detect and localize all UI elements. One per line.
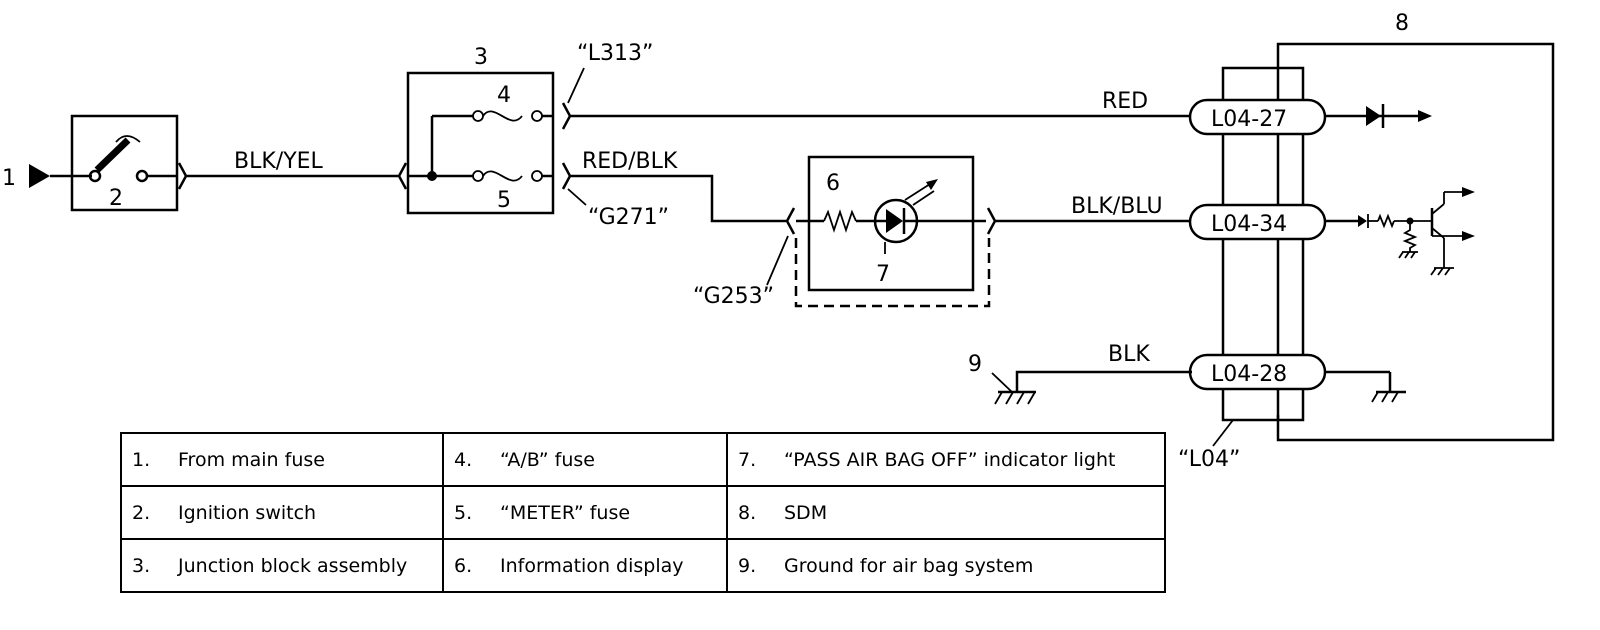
legend-cell: 7. “PASS AIR BAG OFF” indicator light (726, 432, 1166, 487)
callout-3: 3 (474, 45, 488, 70)
junction-block (406, 71, 555, 215)
legend-number: 3. (132, 554, 151, 577)
wire-label-blk-yel: BLK/YEL (234, 149, 324, 174)
legend-cell: 9. Ground for air bag system (726, 538, 1166, 593)
legend-row: 1. From main fuse 4. “A/B” fuse 7. “PASS AI… (120, 432, 1166, 487)
wire-label-blk: BLK (1108, 342, 1150, 367)
connector-g253: “G253” (693, 284, 774, 309)
callout-1: 1 (2, 166, 16, 191)
legend-text: Ground for air bag system (784, 554, 1034, 577)
legend-text: SDM (784, 501, 828, 524)
connector-l313: “L313” (577, 41, 653, 66)
callout-4: 4 (497, 83, 511, 108)
callout-8: 8 (1395, 11, 1409, 36)
input-arrow (29, 164, 50, 188)
legend-text: Junction block assembly (178, 554, 408, 577)
sdm-arrow-out (1418, 110, 1432, 122)
legend-cell: 2. Ignition switch (120, 485, 444, 540)
connector-g271: “G271” (588, 205, 669, 230)
connector-l04: “L04” (1178, 447, 1240, 472)
sdm-diode (1366, 106, 1381, 126)
legend-cell: 8. SDM (726, 485, 1166, 540)
legend-cell: 4. “A/B” fuse (442, 432, 728, 487)
terminal-label-l04-28: L04-28 (1211, 362, 1287, 387)
callout-6: 6 (826, 171, 840, 196)
legend-cell: 6. Information display (442, 538, 728, 593)
legend-table: 1. From main fuse 4. “A/B” fuse 7. “PASS AI… (120, 432, 1166, 593)
terminal-label-l04-27: L04-27 (1211, 107, 1287, 132)
legend-cell: 5. “METER” fuse (442, 485, 728, 540)
legend-number: 1. (132, 448, 151, 471)
legend-text: From main fuse (178, 448, 325, 471)
led-triangle (886, 209, 903, 233)
legend-row: 2. Ignition switch 5. “METER” fuse 8. SDM (120, 485, 1166, 540)
legend-cell: 1. From main fuse (120, 432, 444, 487)
terminal-label-l04-34: L04-34 (1211, 212, 1287, 237)
legend-number: 2. (132, 501, 151, 524)
legend-text: “A/B” fuse (500, 448, 595, 471)
legend-text: “PASS AIR BAG OFF” indicator light (784, 448, 1116, 471)
legend-cell: 3. Junction block assembly (120, 538, 444, 593)
fuse-meter (482, 170, 523, 182)
wire-label-blk-blu: BLK/BLU (1071, 194, 1163, 219)
resistor (823, 209, 857, 233)
legend-text: “METER” fuse (500, 501, 631, 524)
callout-9: 9 (968, 352, 982, 377)
legend-text: Information display (500, 554, 684, 577)
legend-text: Ignition switch (178, 501, 317, 524)
switch-blade (94, 137, 131, 173)
sdm-outline (1276, 42, 1555, 442)
callout-7: 7 (876, 262, 890, 287)
information-display (807, 155, 975, 292)
legend-row: 3. Junction block assembly 6. Information … (120, 538, 1166, 593)
legend-number: 4. (454, 448, 473, 471)
wire-label-red: RED (1102, 89, 1148, 114)
wire-label-red-blk: RED/BLK (582, 149, 678, 174)
ignition-switch-box (70, 114, 179, 212)
legend-number: 6. (454, 554, 473, 577)
connector-l04-housing (1221, 66, 1305, 422)
callout-2: 2 (109, 186, 123, 211)
legend-number: 9. (738, 554, 757, 577)
fuse-ab (482, 110, 523, 122)
legend-number: 5. (454, 501, 473, 524)
callout-5: 5 (497, 188, 511, 213)
legend-number: 8. (738, 501, 757, 524)
legend-number: 7. (738, 448, 757, 471)
shield-dashed-outline (794, 238, 991, 308)
